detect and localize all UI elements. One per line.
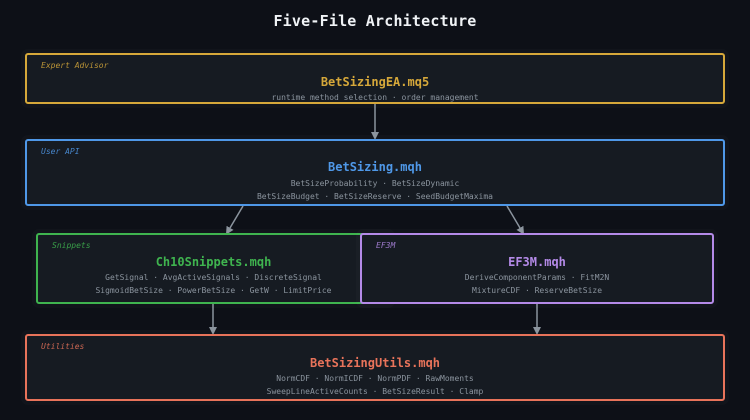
user-api-line-2: BetSizeBudget · BetSizeReserve · SeedBud… [256, 192, 493, 201]
ef3m-line-2: MixtureCDF · ReserveBetSize [471, 286, 603, 295]
utilities-line-2: SweepLineActiveCounts · BetSizeResult · … [266, 387, 484, 396]
expert-advisor-box: Expert Advisor BetSizingEA.mq5 runtime m… [25, 53, 725, 104]
ef3m-tag: EF3M [376, 241, 396, 250]
expert-advisor-name: BetSizingEA.mq5 [320, 75, 430, 89]
arrow-api-to-snippets [225, 205, 244, 235]
utilities-tag: Utilities [41, 342, 85, 351]
expert-advisor-line-1: runtime method selection · order managem… [271, 93, 479, 102]
snippets-tag: Snippets [52, 241, 91, 250]
user-api-tag: User API [41, 147, 80, 156]
ef3m-name: EF3M.mqh [508, 255, 566, 269]
arrow-api-to-ef3m [506, 205, 525, 235]
user-api-name: BetSizing.mqh [328, 160, 422, 174]
utilities-name: BetSizingUtils.mqh [309, 356, 441, 370]
snippets-box: Snippets Ch10Snippets.mqh GetSignal · Av… [36, 233, 391, 304]
user-api-box: User API BetSizing.mqh BetSizeProbabilit… [25, 139, 725, 206]
snippets-name: Ch10Snippets.mqh [155, 255, 272, 269]
snippets-line-2: SigmoidBetSize · PowerBetSize · GetW · L… [95, 286, 332, 295]
ef3m-line-1: DeriveComponentParams · FitM2N [464, 273, 610, 282]
expert-advisor-tag: Expert Advisor [41, 61, 109, 70]
diagram-title: Five-File Architecture [273, 12, 477, 30]
utilities-line-1: NormCDF · NormICDF · NormPDF · RawMoment… [276, 374, 474, 383]
user-api-line-1: BetSizeProbability · BetSizeDynamic [290, 179, 460, 188]
snippets-line-1: GetSignal · AvgActiveSignals · DiscreteS… [105, 273, 322, 282]
utilities-box: Utilities BetSizingUtils.mqh NormCDF · N… [25, 334, 725, 401]
ef3m-box: EF3M EF3M.mqh DeriveComponentParams · Fi… [360, 233, 714, 304]
